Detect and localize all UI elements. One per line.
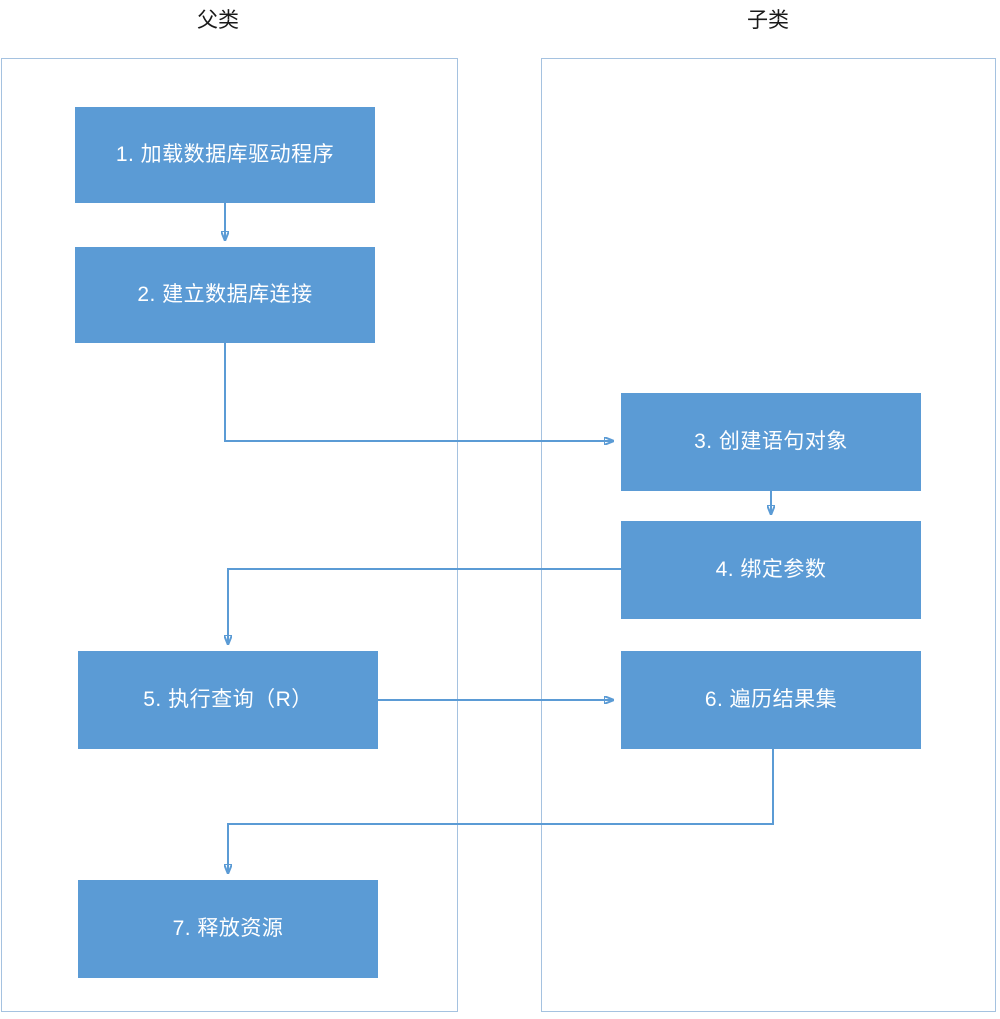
- lane-title-parent: 父类: [197, 9, 239, 32]
- node-label: 1. 加载数据库驱动程序: [115, 143, 335, 167]
- node-establish-database-connection[interactable]: 2. 建立数据库连接: [75, 247, 375, 343]
- node-release-resources[interactable]: 7. 释放资源: [78, 880, 378, 978]
- node-label: 4. 绑定参数: [715, 558, 827, 582]
- node-load-database-driver[interactable]: 1. 加载数据库驱动程序: [75, 107, 375, 203]
- node-iterate-result-set[interactable]: 6. 遍历结果集: [621, 651, 921, 749]
- node-label: 7. 释放资源: [172, 917, 284, 941]
- lane-title-child: 子类: [747, 9, 789, 32]
- node-bind-parameters[interactable]: 4. 绑定参数: [621, 521, 921, 619]
- lane-container-child: [541, 58, 996, 1012]
- node-create-statement-object[interactable]: 3. 创建语句对象: [621, 393, 921, 491]
- node-label: 2. 建立数据库连接: [137, 283, 313, 307]
- node-label: 3. 创建语句对象: [694, 430, 848, 454]
- node-label: 6. 遍历结果集: [704, 688, 838, 712]
- node-label: 5. 执行查询（R）: [143, 688, 313, 712]
- node-execute-query[interactable]: 5. 执行查询（R）: [78, 651, 378, 749]
- lane-container-parent: [1, 58, 458, 1012]
